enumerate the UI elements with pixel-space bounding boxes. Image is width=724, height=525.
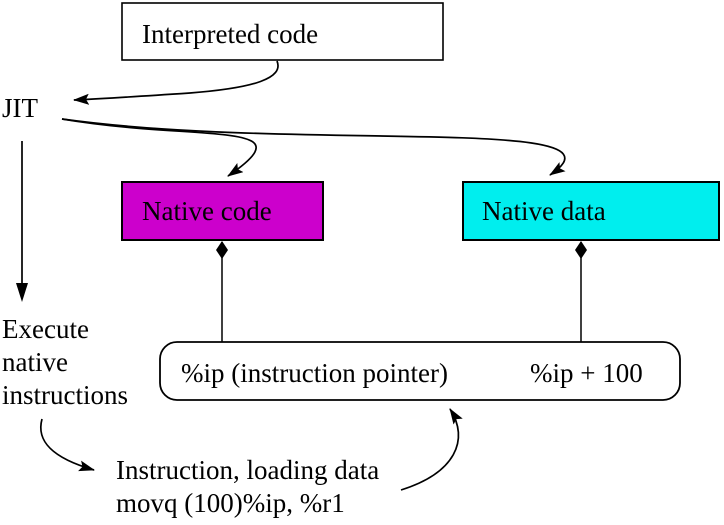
interpreted-code-box <box>121 2 444 61</box>
jit-label: JIT <box>2 93 38 123</box>
arrow-interpreted-to-jit <box>73 60 279 105</box>
arrow-instruction-to-ip-box <box>400 408 463 491</box>
execute-note-line2: native <box>2 347 68 377</box>
diamond-arrow-icon <box>216 241 228 259</box>
arrow-down-icon <box>16 283 28 302</box>
instruction-pointer-box <box>159 341 681 401</box>
arrow-execute-to-instruction <box>40 418 95 472</box>
arrow-jit-to-native-data <box>61 118 566 176</box>
instruction-pointer-offset-label: %ip + 100 <box>530 358 643 388</box>
execute-note-line1: Execute <box>2 314 89 344</box>
instruction-pointer-label: %ip (instruction pointer) <box>181 358 448 388</box>
diamond-arrow-icon <box>575 241 587 259</box>
execute-note-line3: instructions <box>2 380 128 410</box>
native-code-label: Native code <box>142 196 272 226</box>
native-code-box <box>121 181 324 241</box>
arrow-jit-to-native-code <box>61 118 257 177</box>
instruction-note-line2: movq (100)%ip, %r1 <box>116 488 345 518</box>
interpreted-code-label: Interpreted code <box>142 19 318 49</box>
native-data-label: Native data <box>482 196 606 226</box>
native-data-box <box>462 181 720 241</box>
instruction-note-line1: Instruction, loading data <box>116 455 379 485</box>
